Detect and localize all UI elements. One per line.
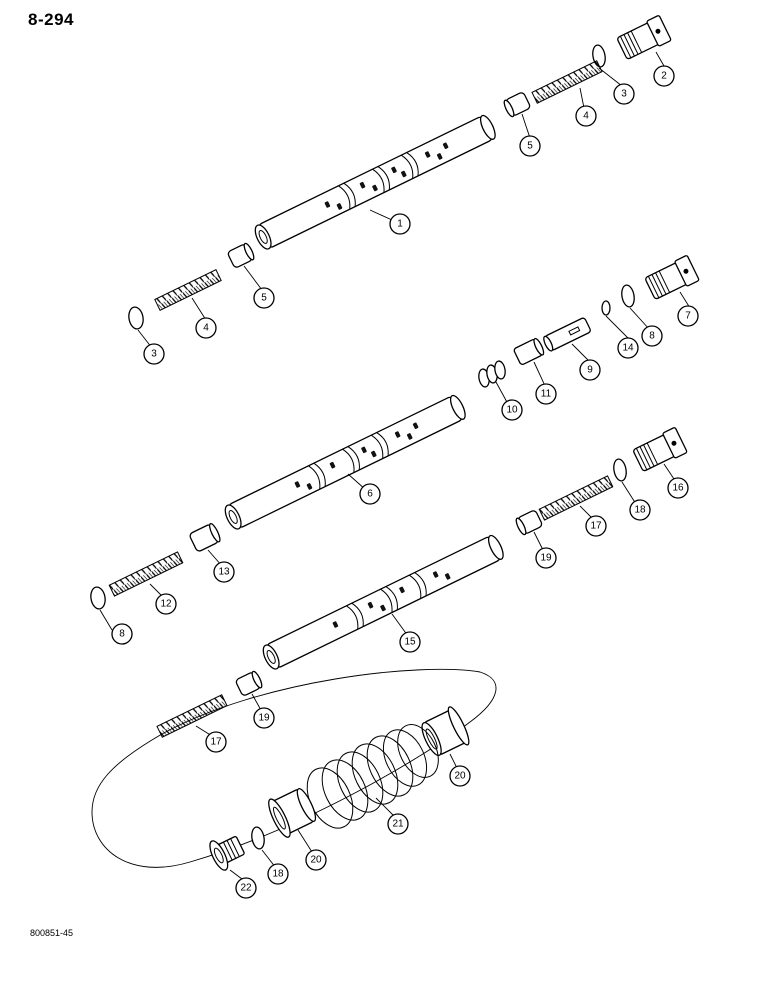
callout-label: 19 <box>258 713 270 724</box>
callout-18: 18 <box>267 863 289 885</box>
spring-17b <box>156 694 228 738</box>
callout-label: 4 <box>203 323 209 334</box>
callout-20: 20 <box>449 765 471 787</box>
plug-22 <box>209 836 245 871</box>
spool-6 <box>224 394 466 530</box>
callout-label: 14 <box>622 343 634 354</box>
callout-label: 9 <box>587 365 593 376</box>
callout-label: 3 <box>151 349 157 360</box>
callout-2: 2 <box>653 65 675 87</box>
callout-label: 20 <box>454 771 466 782</box>
spring-12 <box>108 551 184 597</box>
end-cap-2 <box>617 15 672 60</box>
callout-label: 2 <box>661 71 667 82</box>
callout-11: 11 <box>535 383 557 405</box>
callout-label: 20 <box>310 855 322 866</box>
o-ring-8b <box>90 586 106 610</box>
callout-5: 5 <box>253 287 275 309</box>
callout-label: 17 <box>590 521 602 532</box>
callout-15: 15 <box>399 631 421 653</box>
callout-3: 3 <box>613 83 635 105</box>
callout-20: 20 <box>305 849 327 871</box>
callout-label: 7 <box>685 311 691 322</box>
callout-3: 3 <box>143 343 165 365</box>
washer-14 <box>601 300 611 316</box>
callout-13: 13 <box>213 561 235 583</box>
callout-4: 4 <box>575 105 597 127</box>
callout-4: 4 <box>195 317 217 339</box>
spring-17a <box>538 475 614 521</box>
callout-14: 14 <box>617 337 639 359</box>
callout-17: 17 <box>205 731 227 753</box>
callout-label: 21 <box>392 819 404 830</box>
figure-code: 800851-45 <box>30 928 74 938</box>
o-ring-8a <box>621 284 635 308</box>
callout-9: 9 <box>579 359 601 381</box>
callout-18: 18 <box>629 499 651 521</box>
callout-8: 8 <box>641 325 663 347</box>
callout-label: 18 <box>272 869 284 880</box>
callout-8: 8 <box>111 623 133 645</box>
callout-1: 1 <box>389 213 411 235</box>
o-ring-3b <box>128 306 144 330</box>
spring-4a <box>531 60 603 104</box>
callout-21: 21 <box>387 813 409 835</box>
callout-label: 5 <box>261 293 267 304</box>
callout-label: 1 <box>397 219 403 230</box>
end-cap-7 <box>645 255 700 300</box>
spring-21 <box>306 724 439 829</box>
callout-5: 5 <box>519 135 541 157</box>
o-ring-18b <box>251 826 265 850</box>
plug-5b <box>227 242 255 268</box>
callout-7: 7 <box>677 305 699 327</box>
spool-15 <box>262 534 504 670</box>
plug-13 <box>189 523 221 552</box>
callout-16: 16 <box>667 477 689 499</box>
callout-label: 5 <box>527 141 533 152</box>
callout-label: 15 <box>404 637 416 648</box>
callout-12: 12 <box>155 593 177 615</box>
callout-label: 17 <box>210 737 222 748</box>
callout-group: 2 3 4 5 1 5 4 3 7 8 14 9 11 10 6 16 18 1… <box>111 65 699 899</box>
callout-label: 12 <box>160 599 172 610</box>
o-ring-18a <box>613 458 627 482</box>
callout-label: 22 <box>240 883 252 894</box>
plug-5a <box>503 92 531 118</box>
callout-19: 19 <box>535 547 557 569</box>
callout-label: 10 <box>506 405 518 416</box>
callout-label: 6 <box>367 489 373 500</box>
callout-17: 17 <box>585 515 607 537</box>
callout-22: 22 <box>235 877 257 899</box>
seat-11 <box>513 337 545 365</box>
callout-label: 3 <box>621 89 627 100</box>
callout-10: 10 <box>501 399 523 421</box>
callout-6: 6 <box>359 483 381 505</box>
callout-label: 16 <box>672 483 684 494</box>
plug-19a <box>515 510 543 536</box>
sleeve-20b <box>268 788 317 838</box>
callout-label: 8 <box>649 331 655 342</box>
callout-label: 8 <box>119 629 125 640</box>
spring-4b <box>154 269 222 311</box>
detail-loop <box>91 668 497 868</box>
spool-1 <box>254 114 496 250</box>
plug-19b <box>235 670 263 696</box>
callout-label: 11 <box>541 389 552 400</box>
ring-set-10 <box>478 360 506 388</box>
callout-label: 4 <box>583 111 589 122</box>
callout-label: 13 <box>218 567 230 578</box>
page-number: 8-294 <box>28 10 74 29</box>
end-cap-16 <box>633 427 688 472</box>
callout-19: 19 <box>253 707 275 729</box>
callout-label: 19 <box>540 553 552 564</box>
callout-label: 18 <box>634 505 646 516</box>
pin-9 <box>543 317 591 352</box>
